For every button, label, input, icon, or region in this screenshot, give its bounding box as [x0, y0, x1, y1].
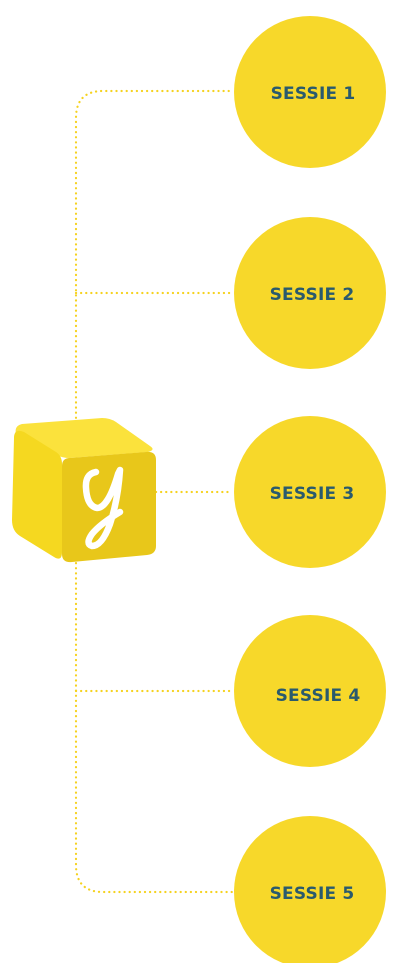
- session-label: SESSIE 2: [270, 285, 355, 305]
- session-label: SESSIE 3: [270, 484, 355, 504]
- session-node-4[interactable]: SESSIE 4: [234, 615, 386, 767]
- session-node-5[interactable]: SESSIE 5: [234, 816, 386, 963]
- session-label: SESSIE 1: [271, 84, 356, 104]
- connector-lines: [74, 89, 234, 894]
- session-circle: [234, 217, 386, 369]
- session-circle: [234, 16, 386, 168]
- session-circle: [234, 816, 386, 963]
- connector-session-1: [74, 89, 234, 430]
- session-node-1[interactable]: SESSIE 1: [234, 16, 386, 168]
- connector-session-5: [74, 556, 234, 894]
- cube-top-face: [15, 418, 153, 458]
- session-node-2[interactable]: SESSIE 2: [234, 217, 386, 369]
- y-cube-logo-icon: [12, 418, 156, 563]
- session-label: SESSIE 5: [270, 884, 355, 904]
- cube-left-face: [12, 430, 62, 559]
- session-circle: [234, 615, 386, 767]
- session-node-3[interactable]: SESSIE 3: [234, 416, 386, 568]
- session-circle: [234, 416, 386, 568]
- session-label: SESSIE 4: [276, 686, 361, 706]
- logo-y-glyph: [82, 466, 124, 550]
- cube-front-face: [62, 451, 156, 563]
